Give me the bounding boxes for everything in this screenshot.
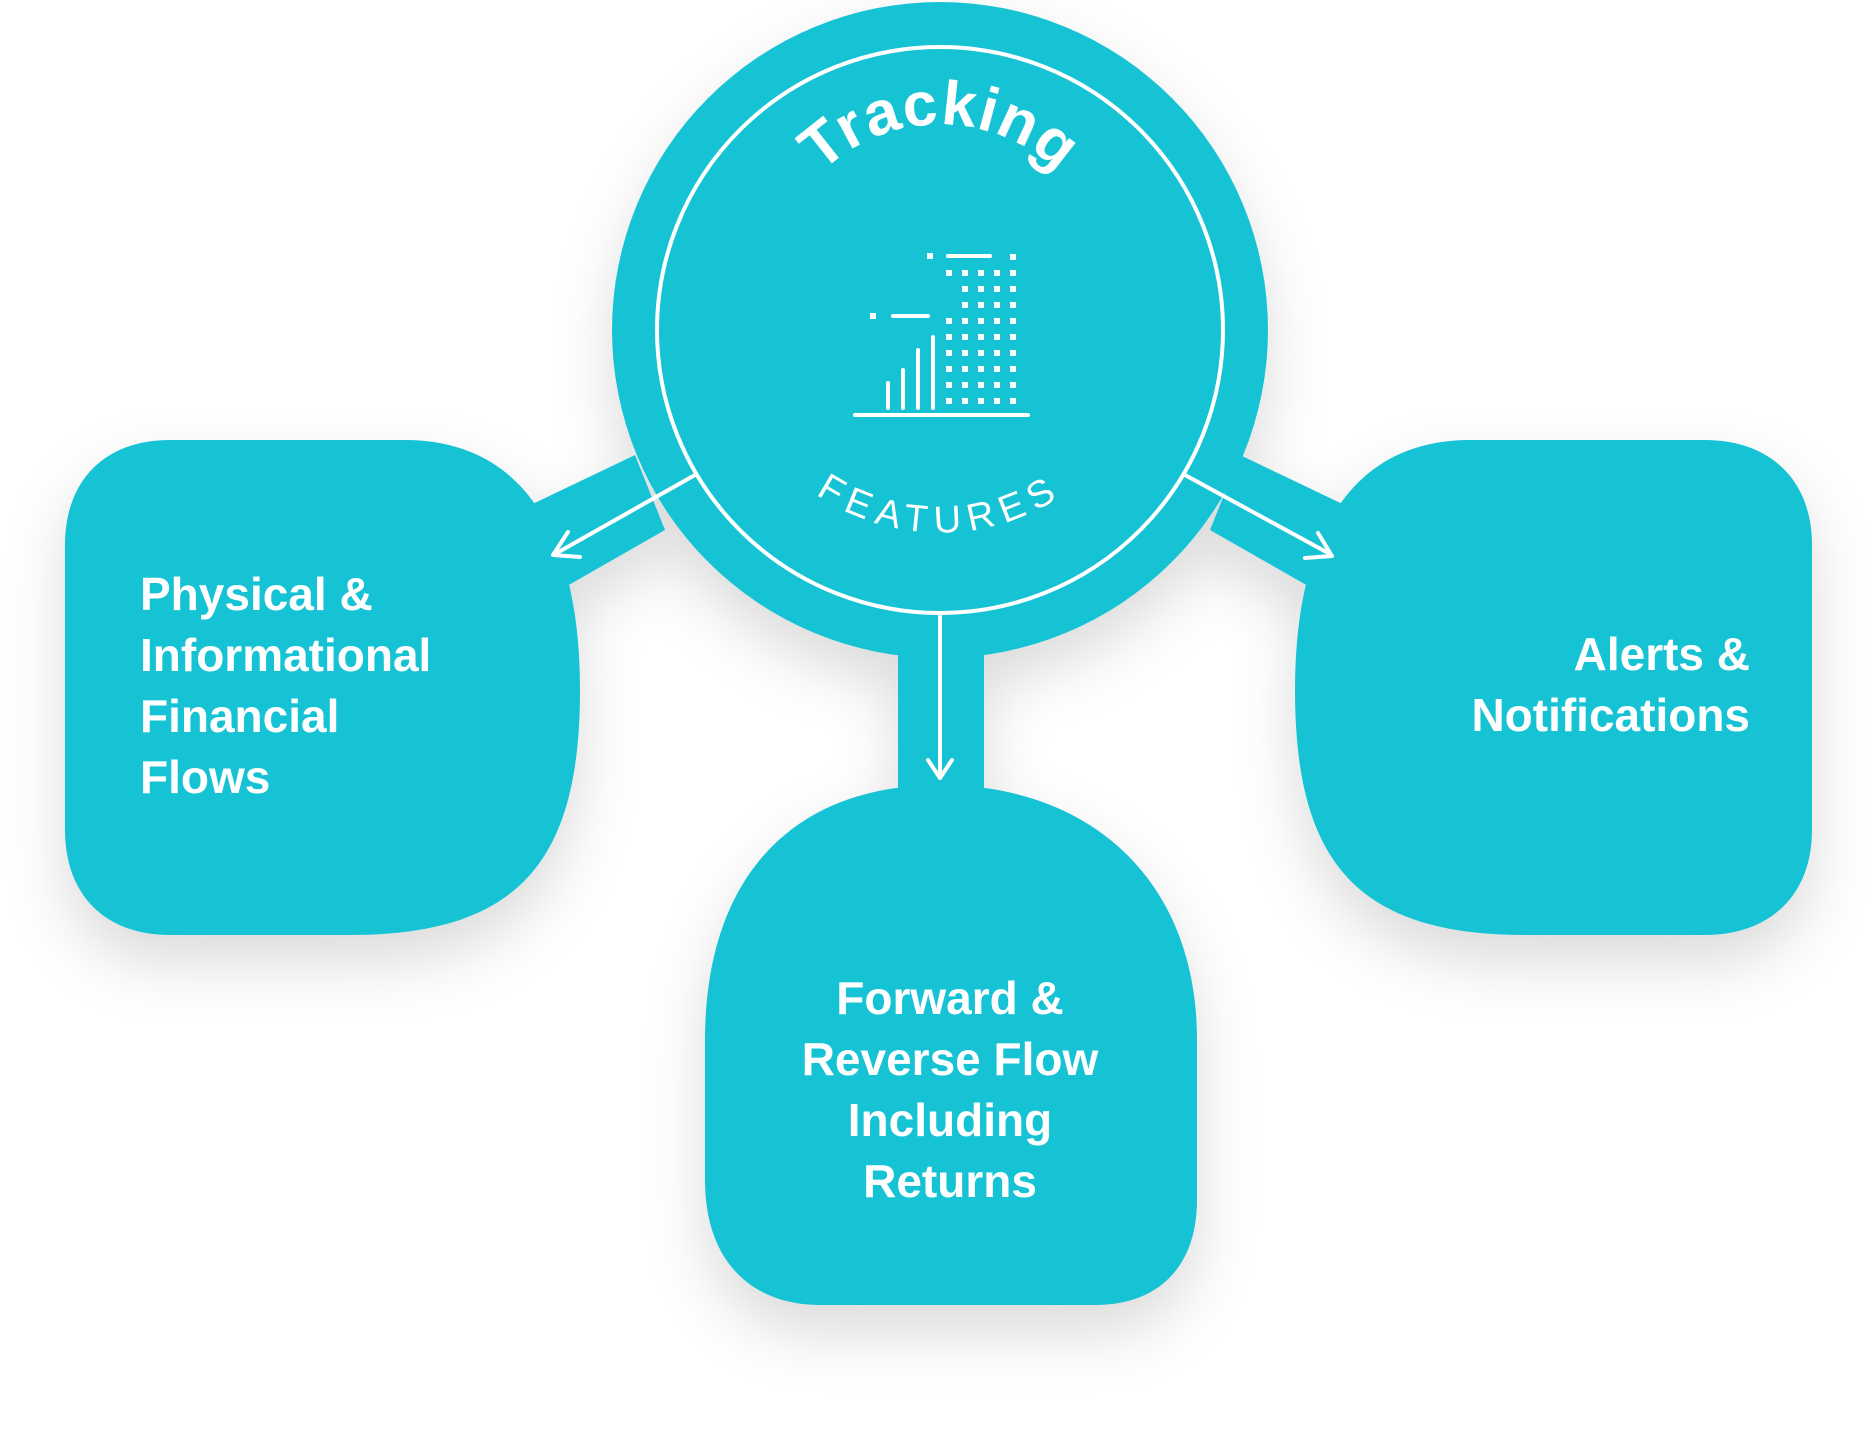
hub-circle <box>612 2 1268 658</box>
bottom-arrow <box>926 611 954 780</box>
label-line: Forward & <box>836 972 1064 1024</box>
label-line: Financial <box>140 690 340 742</box>
label-line: Reverse Flow <box>801 1033 1099 1085</box>
label-line: Notifications <box>1471 689 1750 741</box>
right-node-shape <box>1295 440 1812 935</box>
dot-grid <box>870 253 1016 404</box>
left-arrow <box>551 473 697 559</box>
label-line: Informational <box>140 629 432 681</box>
bottom-node-shape <box>705 785 1197 1305</box>
right-arrow <box>1183 473 1334 560</box>
left-node-shape <box>65 440 580 935</box>
label-line: Including <box>847 1094 1053 1146</box>
label-line: Physical & <box>140 568 373 620</box>
right-node-label: Alerts & Notifications <box>1330 624 1750 746</box>
bar-chart-icon <box>853 253 1030 417</box>
bottom-node-label: Forward & Reverse Flow Including Returns <box>700 968 1200 1212</box>
label-line: Returns <box>863 1155 1037 1207</box>
left-node-label: Physical & Informational Financial Flows <box>140 564 431 808</box>
label-line: Flows <box>140 751 271 803</box>
label-line: Alerts & <box>1573 628 1750 680</box>
shape-group <box>65 2 1812 1305</box>
